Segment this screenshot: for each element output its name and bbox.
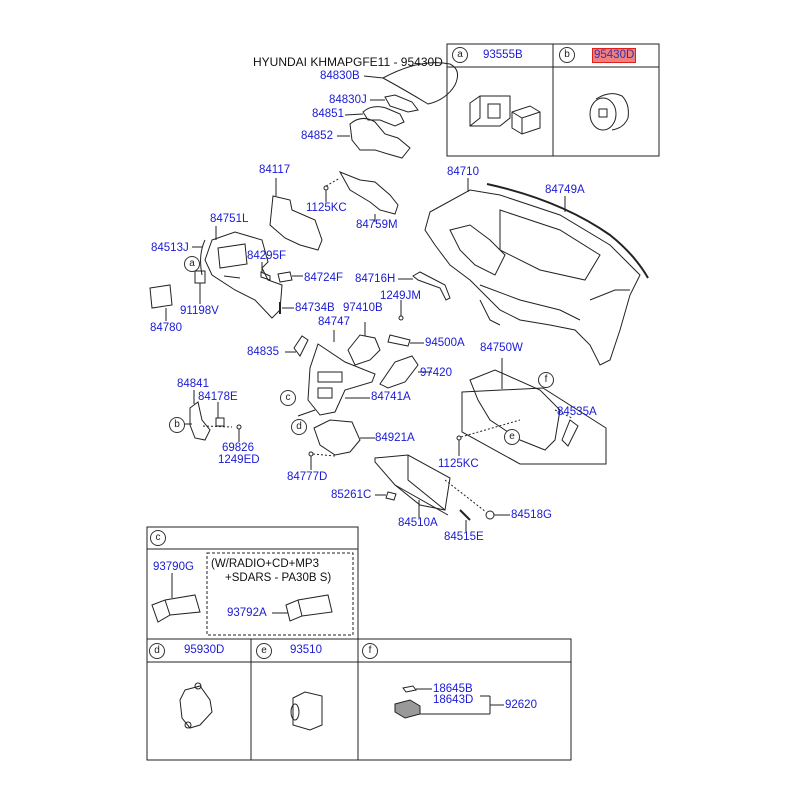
part-label-84830B[interactable]: 84830B (320, 70, 360, 82)
panel-84117 (269, 195, 323, 251)
cover-84780 (149, 284, 173, 309)
callout-e-main: e (504, 429, 520, 445)
callout-f-main: f (538, 372, 554, 388)
callout-a-main: a (184, 256, 200, 272)
callout-e-box-marker: e (256, 643, 272, 659)
part-label-1125KC-upper[interactable]: 1125KC (306, 202, 347, 214)
callout-b-marker: b (559, 47, 575, 63)
part-label-84515E[interactable]: 84515E (444, 531, 484, 543)
callout-c-main: c (280, 390, 296, 406)
part-label-97410B[interactable]: 97410B (343, 302, 383, 314)
part-label-84535A[interactable]: 84535A (557, 406, 597, 418)
part-label-84747[interactable]: 84747 (318, 316, 350, 328)
part-label-18643D[interactable]: 18643D (433, 694, 474, 706)
part-label-84710[interactable]: 84710 (447, 166, 479, 178)
lid-frame-84750W (461, 387, 607, 465)
dashboard-84710 (424, 189, 641, 366)
callout-d-box-marker: d (149, 643, 165, 659)
bracket-84759M (338, 171, 399, 215)
part-label-69826[interactable]: 69826 (222, 442, 254, 454)
switch-95430D-drawing (589, 93, 629, 131)
part-label-85261C[interactable]: 85261C (331, 489, 372, 501)
part-label-93510[interactable]: 93510 (290, 644, 322, 656)
part-label-84749A[interactable]: 84749A (545, 184, 585, 196)
part-label-1249JM[interactable]: 1249JM (380, 290, 421, 302)
callout-d-main: d (291, 419, 307, 435)
vent-97410B (347, 334, 381, 366)
part-label-93792A[interactable]: 93792A (227, 607, 267, 619)
variant-note-line2: +SDARS - PA30B S) (225, 572, 332, 584)
cover-84830B (381, 62, 459, 105)
detail-box-def-frame (146, 638, 572, 761)
part-label-84921A[interactable]: 84921A (375, 432, 415, 444)
glovebox-84510A (374, 454, 451, 516)
panel-84751L (204, 231, 283, 319)
switch-93555B-drawing (469, 95, 541, 135)
part-label-1249ED[interactable]: 1249ED (218, 454, 260, 466)
part-label-95430D-highlighted[interactable]: 95430D (592, 48, 637, 63)
part-label-84841[interactable]: 84841 (177, 378, 209, 390)
part-label-1125KC-lower[interactable]: 1125KC (438, 458, 479, 470)
label-91198V (194, 270, 206, 284)
tray-84921A (313, 419, 361, 456)
part-92620-lamp-drawing (394, 699, 421, 719)
part-label-84777D[interactable]: 84777D (287, 471, 328, 483)
callout-b-main: b (169, 417, 185, 433)
part-label-84734B[interactable]: 84734B (295, 302, 335, 314)
fascia-84741A (307, 343, 376, 416)
part-label-84852[interactable]: 84852 (301, 130, 333, 142)
part-label-84117[interactable]: 84117 (259, 164, 291, 176)
part-label-84295F[interactable]: 84295F (247, 250, 287, 262)
strip-84749A (486, 183, 649, 279)
part-label-84750W[interactable]: 84750W (480, 342, 523, 354)
part-label-94500A[interactable]: 94500A (425, 337, 465, 349)
part-label-84780[interactable]: 84780 (150, 322, 182, 334)
part-label-84851[interactable]: 84851 (312, 108, 344, 120)
callout-f-box-marker: f (362, 643, 378, 659)
diagram-title: HYUNDAI KHMAPGFE11 - 95430D (253, 55, 443, 69)
part-label-84751L[interactable]: 84751L (210, 213, 249, 225)
part-label-84513J[interactable]: 84513J (151, 242, 189, 254)
part-label-84518G[interactable]: 84518G (511, 509, 552, 521)
part-label-84830J[interactable]: 84830J (329, 94, 367, 106)
part-label-84724F[interactable]: 84724F (304, 272, 344, 284)
callout-c-box-marker: c (150, 530, 166, 546)
part-label-95930D[interactable]: 95930D (184, 644, 225, 656)
part-label-91198V[interactable]: 91198V (180, 305, 219, 317)
part-label-93790G[interactable]: 93790G (153, 561, 194, 573)
part-label-84716H[interactable]: 84716H (355, 273, 396, 285)
part-label-84178E[interactable]: 84178E (198, 391, 238, 403)
part-label-84741A[interactable]: 84741A (371, 391, 411, 403)
part-label-84510A[interactable]: 84510A (398, 517, 438, 529)
callout-a-marker: a (452, 47, 468, 63)
part-label-84835[interactable]: 84835 (247, 346, 279, 358)
bracket-84841 (189, 401, 211, 441)
part-95930D-drawing (179, 685, 213, 729)
part-label-97420[interactable]: 97420 (420, 367, 452, 379)
part-label-92620[interactable]: 92620 (505, 699, 537, 711)
part-label-18645B[interactable]: 18645B (433, 683, 473, 695)
variant-note-line1: (W/RADIO+CD+MP3 (211, 558, 319, 570)
part-93510-drawing (292, 691, 323, 731)
part-label-84759M[interactable]: 84759M (356, 219, 398, 231)
part-label-93555B[interactable]: 93555B (483, 49, 523, 61)
